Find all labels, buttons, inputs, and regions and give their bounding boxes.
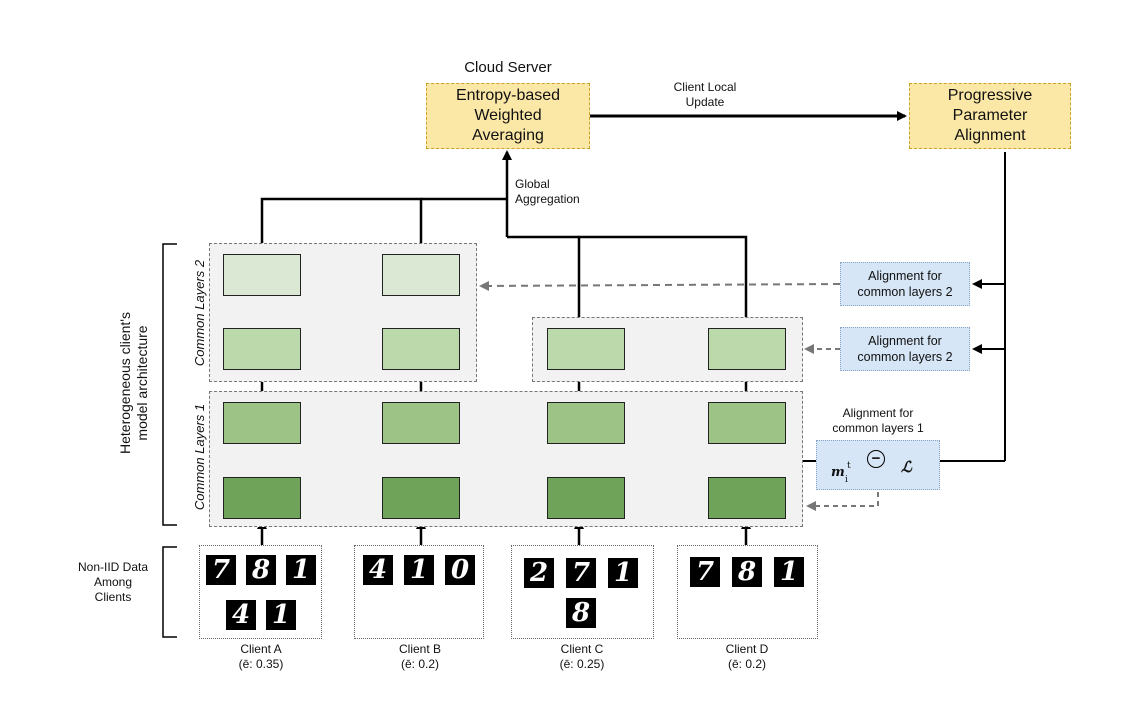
digit-image: 4 — [226, 600, 256, 630]
progressive-line-2: Parameter — [952, 107, 1028, 124]
client-c-layer-1 — [547, 477, 625, 519]
client-b-label: Client B (ē: 0.2) — [398, 642, 442, 671]
client-a-label: Client A (ē: 0.35) — [238, 642, 284, 671]
client-c-label: Client C (ē: 0.25) — [559, 642, 605, 671]
common-layers-1-label: Common Layers 1 — [192, 403, 207, 511]
client-a-layer-2 — [223, 402, 301, 444]
aggregation-line-cd — [577, 235, 748, 322]
digit-image: 8 — [566, 598, 596, 628]
common-layers-1-group — [209, 391, 803, 527]
entropy-line-1: Entropy-based — [455, 87, 561, 104]
digit-image: 1 — [404, 555, 434, 585]
client-b-layer-2 — [382, 402, 460, 444]
client-a-layer-3 — [223, 328, 301, 370]
align-dashed-bottom — [806, 492, 879, 511]
progressive-parameter-alignment-box: Progressive Parameter Alignment — [909, 83, 1071, 149]
progressive-line-3: Alignment — [954, 127, 1026, 144]
noniid-bracket — [162, 546, 177, 638]
digit-image: 7 — [566, 558, 596, 588]
architecture-label: Heterogeneous client's model architectur… — [117, 312, 150, 454]
loss-symbol: ℒ — [901, 458, 912, 476]
entropy-line-3: Averaging — [472, 127, 544, 144]
client-b-layer-1 — [382, 477, 460, 519]
minus-circle-icon: − — [867, 450, 885, 468]
digit-image: 1 — [266, 600, 296, 630]
client-b-layer-4 — [382, 254, 460, 296]
digit-image: 8 — [246, 555, 276, 585]
aggregation-line-ab — [260, 197, 423, 252]
client-c-layer-2 — [547, 402, 625, 444]
global-aggregation-label: Global Aggregation — [515, 177, 580, 206]
client-d-layer-1 — [708, 477, 786, 519]
common-layers-2-label: Common Layers 2 — [192, 259, 207, 367]
client-b-data: 4 1 0 — [354, 545, 484, 639]
progressive-line-1: Progressive — [947, 87, 1033, 104]
client-b-layer-3 — [382, 328, 460, 370]
client-d-layer-3 — [708, 328, 786, 370]
align-dashed-top — [479, 280, 841, 291]
digit-image: 1 — [774, 557, 804, 587]
alignment-box-mid: Alignment for common layers 2 — [840, 327, 970, 371]
digit-image: 8 — [732, 557, 762, 587]
client-local-update-label: Client Local Update — [673, 80, 737, 109]
noniid-label: Non-IID Data Among Clients — [77, 560, 149, 604]
cloud-server-title: Cloud Server — [464, 59, 552, 76]
client-a-layer-1 — [223, 477, 301, 519]
digit-image: 2 — [524, 558, 554, 588]
client-d-label: Client D (ē: 0.2) — [725, 642, 769, 671]
client-a-layer-4 — [223, 254, 301, 296]
digit-image: 1 — [286, 555, 316, 585]
symbol-sup: t — [847, 461, 851, 471]
symbol-m: m — [831, 465, 845, 480]
client-c-layer-3 — [547, 328, 625, 370]
digit-image: 4 — [363, 555, 393, 585]
architecture-bracket — [162, 243, 177, 526]
digit-image: 1 — [608, 558, 638, 588]
client-d-layer-2 — [708, 402, 786, 444]
symbol-sub: i — [845, 475, 848, 485]
client-a-data: 7 8 1 4 1 — [199, 545, 322, 639]
alignment-box-bottom: m i t − ℒ — [816, 440, 940, 490]
digit-image: 7 — [206, 555, 236, 585]
client-d-data: 7 8 1 — [677, 545, 818, 639]
client-c-data: 2 7 1 8 — [511, 545, 654, 639]
digit-image: 7 — [690, 557, 720, 587]
alignment-label-bottom: Alignment for common layers 1 — [832, 406, 924, 435]
entropy-weighted-averaging-box: Entropy-based Weighted Averaging — [426, 83, 590, 149]
entropy-line-2: Weighted — [474, 107, 542, 124]
alignment-box-top: Alignment for common layers 2 — [840, 262, 970, 306]
digit-image: 0 — [445, 555, 475, 585]
